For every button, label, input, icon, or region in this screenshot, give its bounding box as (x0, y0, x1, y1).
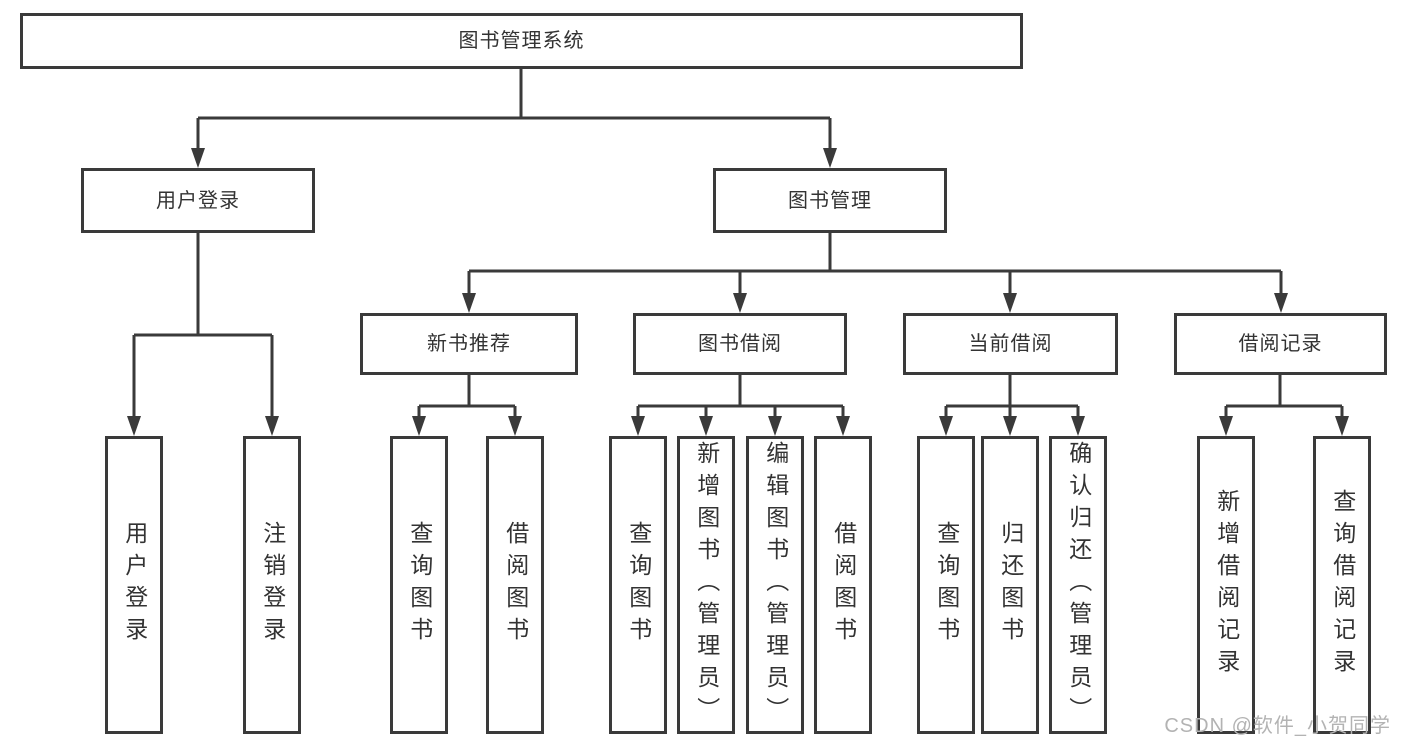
node-leaf-query-book-rec: 查询图书 (390, 436, 448, 734)
arrow-icon (836, 416, 850, 436)
node-leaf-add-borrow-record: 新增借阅记录 (1197, 436, 1255, 734)
node-user-login: 用户登录 (81, 168, 315, 233)
arrow-icon (823, 148, 837, 168)
arrow-icon (265, 416, 279, 436)
arrow-icon (631, 416, 645, 436)
arrow-icon (508, 416, 522, 436)
arrow-icon (191, 148, 205, 168)
node-leaf-confirm-return-admin: 确认归还（管理员） (1049, 436, 1107, 734)
arrow-icon (462, 293, 476, 313)
node-leaf-query-book-current: 查询图书 (917, 436, 975, 734)
node-root: 图书管理系统 (20, 13, 1023, 69)
arrow-icon (412, 416, 426, 436)
node-leaf-query-borrow-record: 查询借阅记录 (1313, 436, 1371, 734)
node-leaf-add-book-admin: 新增图书（管理员） (677, 436, 735, 734)
node-leaf-borrow-book-rec: 借阅图书 (486, 436, 544, 734)
arrow-icon (1274, 293, 1288, 313)
node-book-borrow: 图书借阅 (633, 313, 847, 375)
arrow-icon (699, 416, 713, 436)
arrow-icon (1003, 416, 1017, 436)
node-leaf-edit-book-admin: 编辑图书（管理员） (746, 436, 804, 734)
arrow-icon (733, 293, 747, 313)
node-borrow-record: 借阅记录 (1174, 313, 1387, 375)
arrow-icon (1335, 416, 1349, 436)
node-leaf-return-book: 归还图书 (981, 436, 1039, 734)
node-leaf-query-book-borrow: 查询图书 (609, 436, 667, 734)
arrow-icon (1003, 293, 1017, 313)
node-leaf-borrow-book-borrow: 借阅图书 (814, 436, 872, 734)
arrow-icon (1219, 416, 1233, 436)
arrow-icon (939, 416, 953, 436)
node-leaf-logout: 注销登录 (243, 436, 301, 734)
node-leaf-user-login: 用户登录 (105, 436, 163, 734)
node-new-book-recommend: 新书推荐 (360, 313, 578, 375)
arrow-icon (1071, 416, 1085, 436)
arrow-icon (768, 416, 782, 436)
csdn-watermark: CSDN @软件_小贺同学 (1164, 715, 1391, 737)
arrow-icon (127, 416, 141, 436)
node-book-management: 图书管理 (713, 168, 947, 233)
node-current-borrow: 当前借阅 (903, 313, 1118, 375)
